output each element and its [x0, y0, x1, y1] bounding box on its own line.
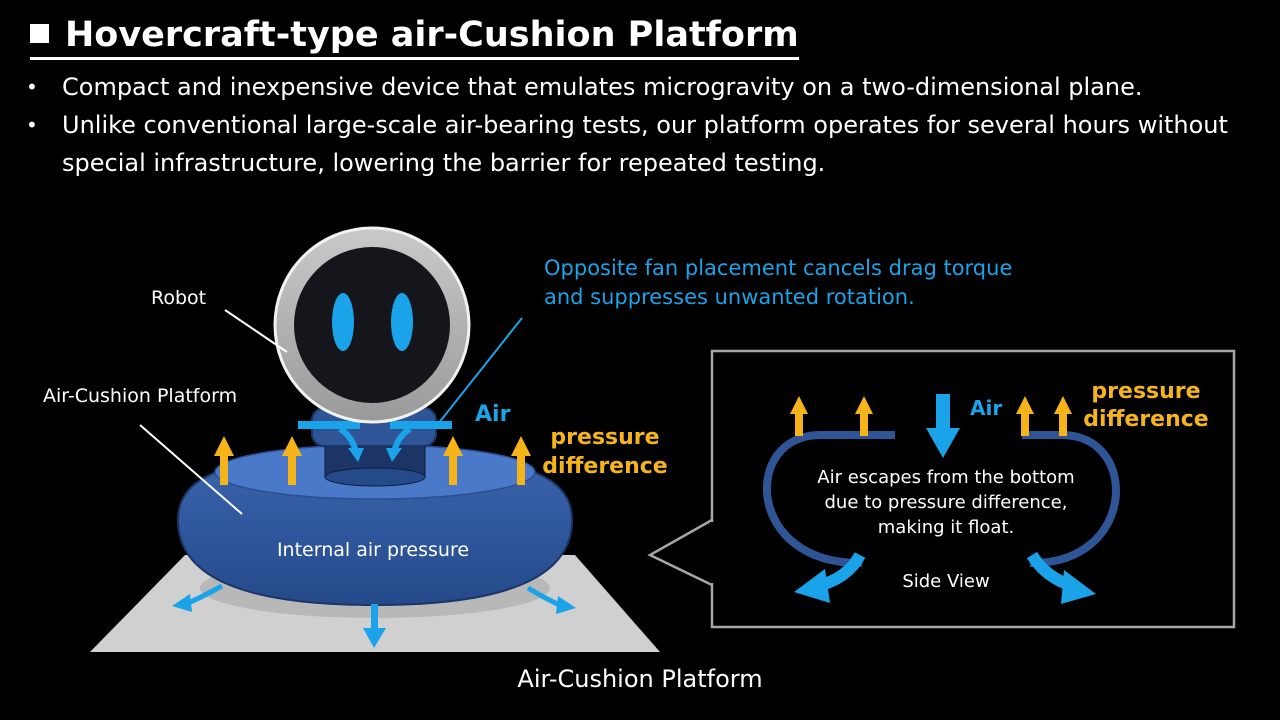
side-escape-arrowhead-right [1061, 570, 1096, 604]
pressure-arrow-4 [511, 436, 531, 485]
square-bullet-icon [30, 24, 49, 43]
pressure-arrows-main [214, 436, 531, 485]
platform-leader-line [139, 424, 243, 515]
robot-label: Robot [151, 287, 206, 309]
pressure-arrow-3 [443, 436, 463, 485]
side-pressure-label-line1: pressure [1091, 379, 1200, 404]
fan-bar-right [390, 421, 452, 429]
side-view-curve-right [1022, 431, 1120, 568]
diagram-caption: Air-Cushion Platform [517, 665, 762, 693]
fan-note-line2: and suppresses unwanted rotation. [544, 285, 915, 309]
fan-note-leader-line [437, 317, 523, 425]
side-pressure-arrow-2 [855, 396, 873, 436]
page-title: Hovercraft-type air-Cushion Platform [30, 14, 799, 60]
side-air-arrow-shaft [936, 394, 950, 430]
escape-arrow-center-line [371, 604, 378, 630]
pressure-arrow-1 [214, 436, 234, 485]
robot-eye-left [332, 293, 354, 351]
platform-label: Air-Cushion Platform [43, 385, 237, 407]
fan-air-arrowhead-left [348, 448, 364, 462]
bullet-list: Compact and inexpensive device that emul… [26, 68, 1266, 182]
bullet-item-1: Compact and inexpensive device that emul… [26, 68, 1266, 106]
pressure-label-line2: difference [542, 454, 667, 479]
side-pressure-arrow-1 [790, 396, 808, 436]
side-air-arrowhead [926, 428, 960, 458]
air-label: Air [475, 402, 511, 427]
side-view-curve-left [763, 431, 895, 568]
robot-face [294, 247, 450, 403]
fan-bar-left [298, 421, 360, 429]
side-air-label: Air [970, 396, 1002, 420]
callout-pointer [647, 518, 713, 587]
side-view-label: Side View [902, 571, 989, 592]
robot-eye-right [391, 293, 413, 351]
title-text: Hovercraft-type air-Cushion Platform [65, 15, 799, 55]
side-pressure-label-line2: difference [1083, 407, 1208, 432]
escape-arrow-left-head [172, 594, 192, 612]
internal-pressure-label: Internal air pressure [277, 539, 469, 561]
fan-duct-base [324, 467, 426, 487]
side-pressure-arrow-3 [1016, 396, 1034, 436]
side-escape-arrowhead-left [794, 569, 830, 603]
fan-air-arrowhead-right [386, 448, 402, 462]
pressure-arrows-side [790, 396, 1072, 436]
bullet-item-2: Unlike conventional large-scale air-bear… [26, 106, 1266, 182]
pressure-arrow-2 [282, 436, 302, 485]
side-pressure-arrow-4 [1054, 396, 1072, 436]
escape-arrow-right-head [556, 596, 576, 614]
side-explanation-line1: Air escapes from the bottom [817, 467, 1074, 488]
pressure-label-line1: pressure [550, 425, 659, 450]
side-explanation-line3: making it float. [878, 517, 1015, 538]
side-explanation-line2: due to pressure difference, [825, 492, 1068, 513]
fan-note-line1: Opposite fan placement cancels drag torq… [544, 256, 1012, 280]
escape-arrow-center-head [363, 628, 386, 648]
robot-leader-line [224, 309, 288, 353]
